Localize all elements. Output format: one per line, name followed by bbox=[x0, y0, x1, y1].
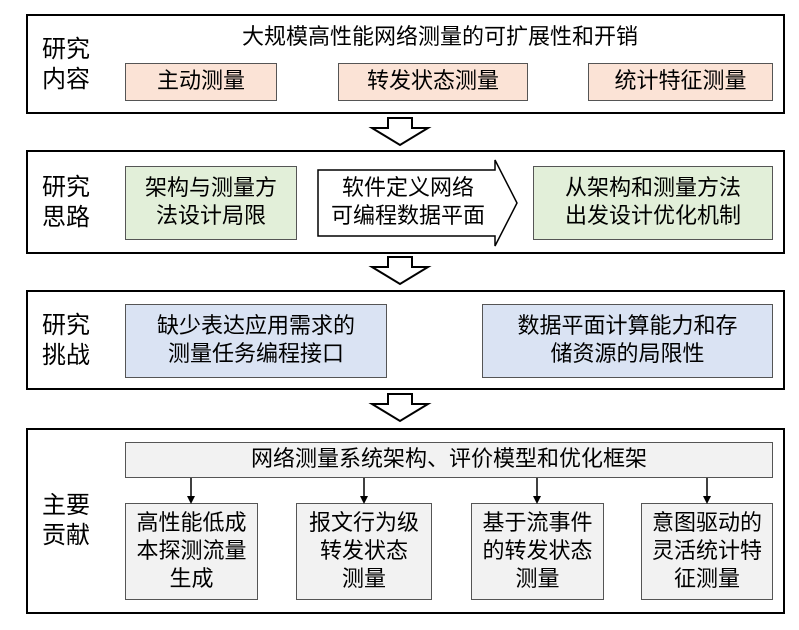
section-label-research-approach: 研究 思路 bbox=[42, 173, 90, 231]
section-label-main-contribution: 主要 贡献 bbox=[42, 491, 90, 549]
contribution-framework-bar: 网络测量系统架构、评价模型和优化框架 bbox=[125, 442, 773, 478]
contribution-item-probe-generation: 高性能低成 本探测流量 生成 bbox=[125, 503, 258, 600]
approach-left-box: 架构与测量方 法设计局限 bbox=[125, 166, 297, 240]
section-label-research-content: 研究 内容 bbox=[42, 35, 90, 93]
content-item-statistical-features: 统计特征测量 bbox=[588, 63, 773, 101]
challenge-right-box: 数据平面计算能力和存 储资源的局限性 bbox=[482, 304, 773, 378]
contribution-item-flow-event-state: 基于流事件 的转发状态 测量 bbox=[471, 503, 604, 600]
approach-right-box: 从架构和测量方法 出发设计优化机制 bbox=[533, 166, 773, 240]
contribution-item-packet-level-state: 报文行为级 转发状态 测量 bbox=[296, 503, 432, 600]
approach-right-arrow bbox=[317, 159, 518, 247]
down-arrow-1 bbox=[368, 117, 432, 147]
challenge-left-box: 缺少表达应用需求的 测量任务编程接口 bbox=[125, 304, 387, 378]
contribution-item-intent-driven: 意图驱动的 灵活统计特 征测量 bbox=[641, 503, 773, 600]
content-item-active-measurement: 主动测量 bbox=[125, 63, 277, 101]
approach-middle-text-overlay: 软件定义网络 可编程数据平面 bbox=[330, 176, 485, 229]
content-item-forwarding-state: 转发状态测量 bbox=[338, 63, 528, 101]
research-content-title: 大规模高性能网络测量的可扩展性和开销 bbox=[241, 25, 638, 50]
section-label-research-challenge: 研究 挑战 bbox=[42, 311, 90, 369]
down-arrow-3 bbox=[368, 393, 432, 423]
down-arrow-2 bbox=[368, 256, 432, 286]
